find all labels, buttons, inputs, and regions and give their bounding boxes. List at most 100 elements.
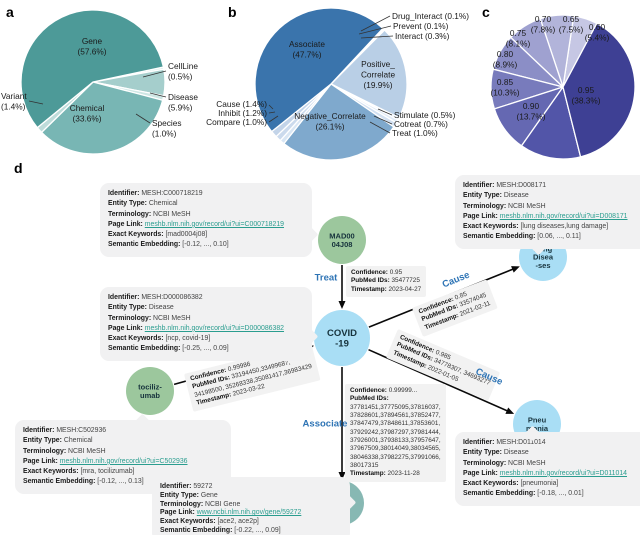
confidence-box-line: 38017315 [350, 462, 441, 470]
info-field-label: Terminology: [23, 447, 69, 455]
info-row-page-link: Page Link: meshb.nlm.nih.gov/record/ui?u… [23, 457, 223, 467]
info-field-label: Page Link: [160, 509, 197, 517]
info-field-value: 59272 [193, 483, 213, 490]
page-link[interactable]: meshb.nlm.nih.gov/record/ui?ui=C502936 [59, 457, 188, 465]
info-field-label: Exact Keywords: [108, 231, 166, 239]
node-covid [314, 310, 370, 366]
info-field-label: Entity Type: [463, 449, 504, 457]
pie-b-label-Associate: Associate(47.7%) [289, 39, 325, 60]
pie-c-label-0.80: 0.80(8.9%) [493, 49, 518, 70]
confidence-box-line: PubMed IDs: [350, 395, 441, 403]
confidence-field-value: 37967509,38014049,38034565, [350, 445, 441, 453]
node-toci [126, 367, 174, 415]
info-field-value: MESH:D011014 [496, 439, 546, 446]
pie-b-slice-Associate [254, 7, 384, 133]
pie-a-label-CellLine: CellLine(0.5%) [168, 61, 198, 82]
confidence-box-line: 37828601,37894561,37852477, [350, 412, 441, 420]
confidence-box-line: PubMed IDs: 35477725 [351, 277, 421, 285]
pie-b-label-Compare: Compare (1.0%) [206, 117, 267, 127]
info-field-label: Semantic Embedding: [23, 478, 98, 486]
confidence-box-line: Confidence: 0.95 [351, 269, 421, 277]
pie-c-label-0.90: 0.90(13.7%) [516, 101, 545, 122]
confidence-field-label: PubMed IDs: [351, 277, 392, 285]
pie-c-label-0.65: 0.65(7.5%) [559, 14, 584, 35]
info-row-semantic-embedding: Semantic Embedding: [-0.12, ..., 0.13] [23, 477, 223, 487]
confidence-field-label: PubMed IDs: [350, 395, 389, 403]
confidence-field-value: 37781451,37775095,37816037, [350, 403, 441, 411]
info-field-label: Entity Type: [160, 491, 201, 499]
info-row-identifier: Identifier: MESH:C502936 [23, 426, 223, 436]
info-field-label: Page Link: [108, 324, 145, 332]
info-field-label: Identifier: [108, 294, 142, 301]
confidence-field-value: 2023-04-27 [388, 285, 422, 293]
edge-covid-ace2-arrow-icon [338, 472, 346, 480]
info-row-page-link: Page Link: meshb.nlm.nih.gov/record/ui?u… [108, 324, 304, 334]
pie-a-leader-Disease [149, 92, 167, 98]
info-field-value: MESH:C000718219 [141, 190, 203, 197]
info-field-label: Identifier: [108, 190, 142, 197]
info-field-value: [-0.12, ..., 0.13] [97, 478, 144, 486]
info-field-value: [mra, tocilizumab] [80, 468, 135, 476]
confidence-field-label: Confidence: [350, 387, 389, 394]
info-field-label: Page Link: [108, 220, 145, 228]
info-row-identifier: Identifier: MESH:C000718219 [108, 189, 304, 199]
info-field-value: Disease [148, 304, 174, 312]
pie-b-label-Cause: Cause (1.4%) [216, 99, 267, 109]
info-field-value: [ace2, ace2p] [217, 518, 259, 526]
info-row-terminology: Terminology: NCBI MeSH [108, 314, 304, 324]
info-row-entity-type: Entity Type: Disease [108, 303, 304, 313]
confidence-field-value: 38046338,37982275,37991066, [350, 453, 441, 461]
pie-b-leader-Cause [268, 104, 274, 110]
page-link[interactable]: meshb.nlm.nih.gov/record/ui?ui=D011014 [499, 469, 627, 477]
confidence-field-value: 37828601,37894561,37852477, [350, 411, 441, 419]
node-toci-label: tociliz-umab [138, 383, 162, 400]
page-link[interactable]: meshb.nlm.nih.gov/record/ui?ui=C00071821… [144, 220, 285, 228]
pie-a-leader-CellLine [142, 70, 167, 78]
pie-c-label-0.70: 0.70(7.8%) [531, 14, 556, 35]
pie-b-slice-Positive_Correlate [330, 29, 408, 119]
info-field-value: [mad0004j08] [165, 231, 208, 239]
info-row-entity-type: Entity Type: Chemical [23, 436, 223, 446]
info-field-label: Terminology: [160, 500, 206, 508]
info-field-value: Disease [503, 192, 529, 200]
confidence-box-line: Timestamp: 2023-04-27 [351, 286, 421, 294]
info-row-page-link: Page Link: www.ncbi.nlm.nih.gov/gene/592… [160, 509, 342, 518]
pie-a-slice-Chemical [40, 81, 164, 155]
pie-b-leader-Treat [369, 121, 391, 134]
info-row-identifier: Identifier: MESH:D011014 [463, 438, 640, 448]
confidence-field-value: 38017315 [350, 461, 379, 469]
info-field-value: [0.06, ..., 0.11] [537, 233, 581, 241]
info-row-identifier: Identifier: MESH:D008171 [463, 181, 640, 191]
pie-b-label-Positive_Correlate: Positive_Correlate(19.9%) [361, 59, 396, 90]
confidence-field-value: 37929242,37987297,37981444, [350, 428, 441, 436]
page-link[interactable]: meshb.nlm.nih.gov/record/ui?ui=D008171 [499, 212, 628, 220]
page-link[interactable]: www.ncbi.nlm.nih.gov/gene/59272 [196, 509, 302, 517]
info-box-covid-tail-icon [302, 328, 319, 345]
page-link[interactable]: meshb.nlm.nih.gov/record/ui?ui=D00008638… [144, 324, 285, 332]
pie-b-label-Drug_Interact: Drug_Interact (0.1%) [392, 11, 469, 21]
info-field-label: Exact Keywords: [463, 223, 521, 231]
pie-b-slice-Negative_Correlate [283, 83, 395, 161]
info-row-terminology: Terminology: NCBI Gene [160, 501, 342, 510]
pie-c-label-0.85: 0.85(10.3%) [490, 77, 519, 98]
confidence-box-line: 37929242,37987297,37981444, [350, 429, 441, 437]
pie-b-leader-Stimulate [377, 108, 393, 116]
confidence-field-label: Timestamp: [350, 470, 388, 478]
edge-label-treat: Treat [314, 272, 338, 284]
info-field-label: Semantic Embedding: [108, 241, 183, 249]
confidence-box-line: 38046338,37982275,37991066, [350, 454, 441, 462]
info-field-label: Exact Keywords: [108, 335, 166, 343]
confidence-field-value: 37926001,37938133,37957647, [350, 436, 441, 444]
info-field-label: Page Link: [463, 469, 500, 477]
info-row-entity-type: Entity Type: Disease [463, 448, 640, 458]
confidence-field-value: 0.95 [389, 269, 403, 276]
confidence-box-line: Confidence: 0.99999... [350, 387, 441, 395]
info-row-semantic-embedding: Semantic Embedding: [-0.22, ..., 0.09] [160, 527, 342, 535]
info-row-exact-keywords: Exact Keywords: [mra, tocilizumab] [23, 467, 223, 477]
